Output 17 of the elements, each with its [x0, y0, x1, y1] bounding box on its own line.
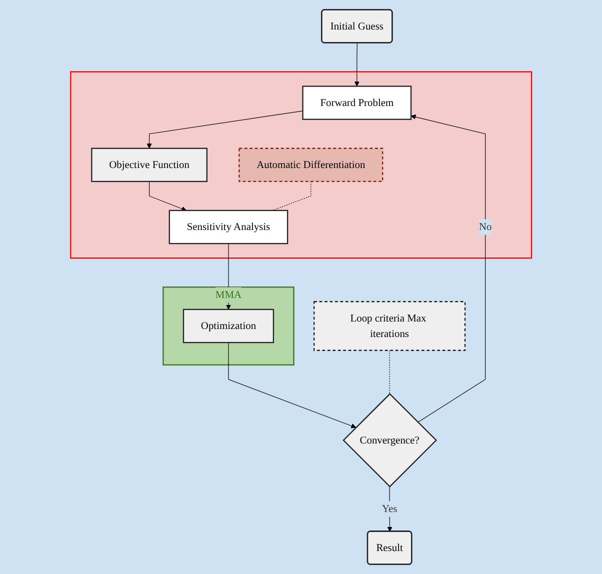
node-box: Optimization [182, 308, 274, 344]
node-box: Objective Function [91, 148, 208, 182]
node-box: Sensitivity Analysis [168, 210, 288, 244]
node-box: Automatic Differentiation [238, 148, 384, 182]
arrow [146, 110, 303, 149]
node-diamond: Convergence? [342, 393, 437, 488]
node-box: Forward Problem [302, 86, 412, 120]
arrow [387, 486, 392, 532]
arrow [228, 342, 356, 428]
arrow [410, 114, 486, 423]
arrow [354, 42, 360, 86]
node-box: Loop criteria Max iterations [313, 301, 466, 351]
edge-label: Yes [382, 502, 398, 514]
arrow [148, 181, 186, 212]
edge-label: No [478, 220, 492, 233]
cluster [70, 71, 532, 259]
connector [389, 350, 390, 394]
